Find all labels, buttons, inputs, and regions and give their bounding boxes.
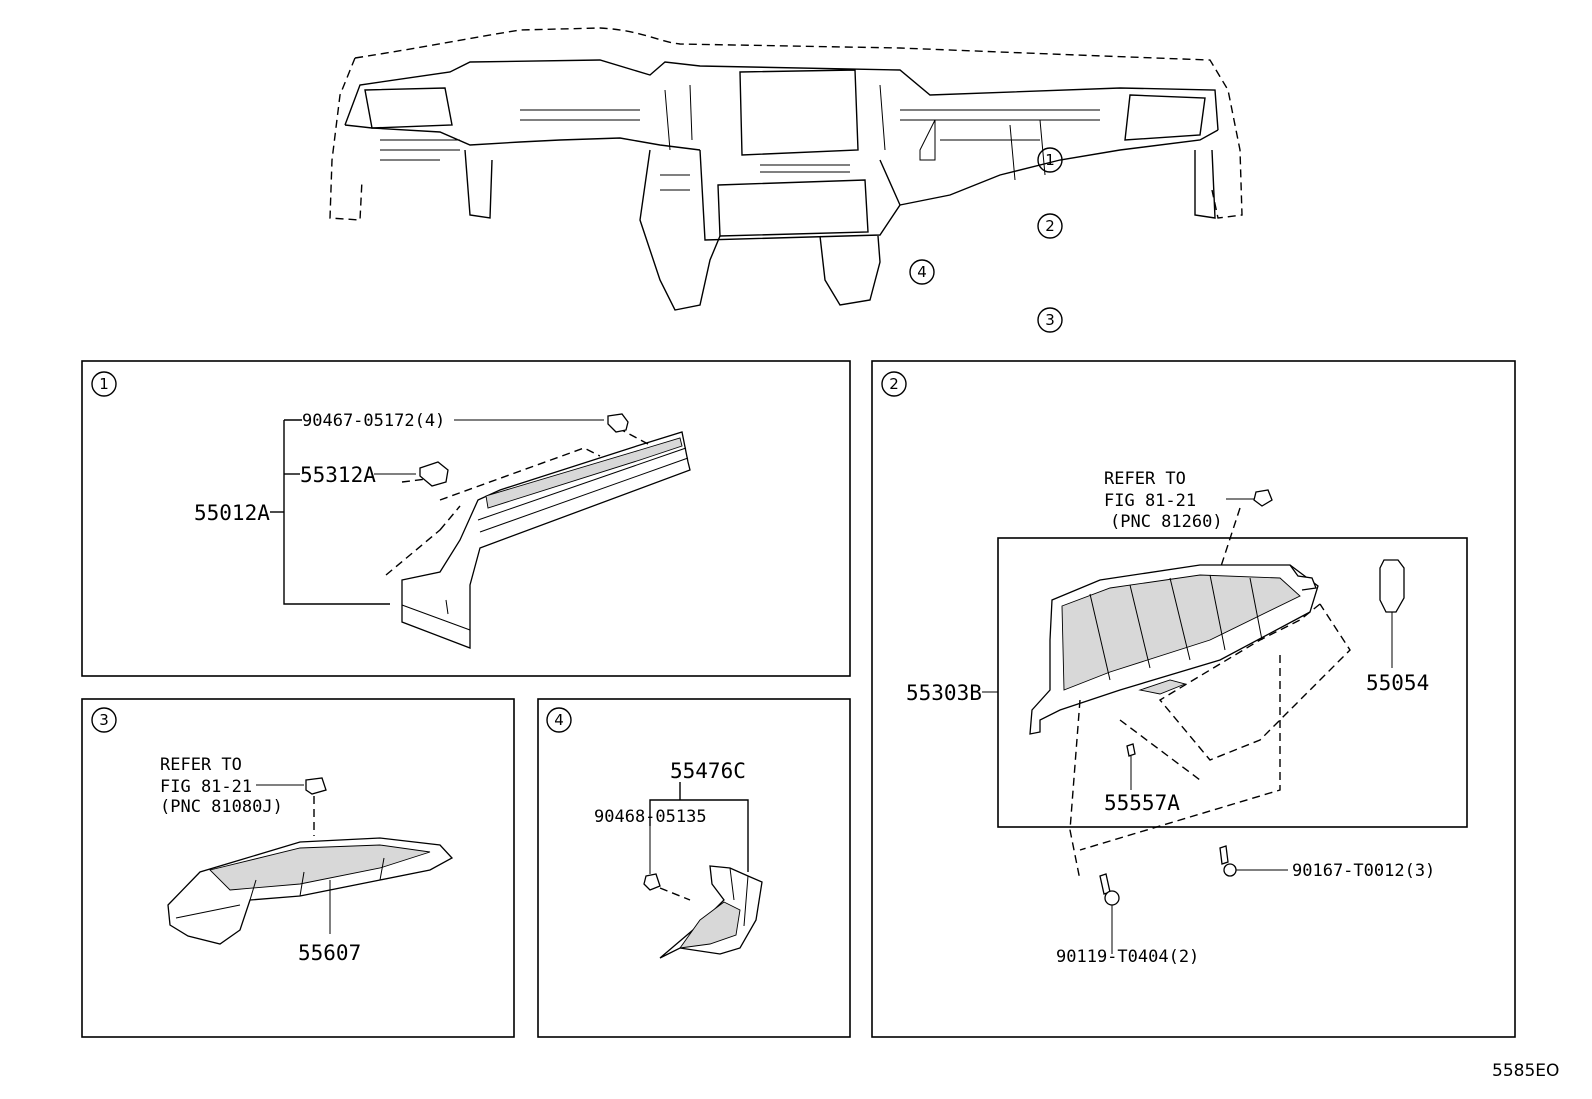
svg-text:3: 3 — [1045, 311, 1055, 329]
bulb-shape — [1253, 489, 1273, 507]
screw-90119-shape — [1099, 873, 1120, 954]
fig-ref-text-3: FIG 81-21 — [160, 777, 252, 797]
panel-2-frame — [871, 360, 1516, 1038]
panel-2: 2 REFER TO FIG 81-21 (PNC 81260) — [871, 360, 1516, 1038]
panel-3-index: 3 — [91, 707, 117, 733]
svg-text:3: 3 — [99, 711, 109, 729]
damper-shape — [1379, 559, 1405, 668]
panel-2-index: 2 — [881, 371, 907, 397]
overview-callout-2: 2 — [1037, 213, 1063, 239]
panel-4-frame — [537, 698, 851, 1038]
svg-text:4: 4 — [917, 263, 927, 281]
instrument-panel-overview: 1 2 4 3 — [329, 27, 1243, 333]
pnc-ref-text: (PNC 81260) — [1110, 512, 1223, 532]
lower-panel-shape — [167, 837, 454, 945]
label-90167-t0012: 90167-T0012(3) — [1292, 861, 1435, 881]
overview-callout-3: 3 — [1037, 307, 1063, 333]
refer-to-text: REFER TO — [1104, 469, 1186, 489]
label-90467-05172: 90467-05172(4) — [302, 411, 445, 431]
label-55607: 55607 — [298, 941, 361, 965]
bracket-shape — [659, 865, 763, 959]
panel-1: 1 90467-05172(4) 55312A 55012A — [81, 360, 851, 677]
clip-90467-shape — [607, 413, 629, 433]
pnc-ref-text-3: (PNC 81080J) — [160, 797, 283, 817]
screw-90167-shape — [1219, 845, 1288, 877]
panel-4: 4 55476C 90468-05135 — [537, 698, 851, 1038]
bulb-shape-3 — [305, 777, 327, 795]
panel-4-index: 4 — [546, 707, 572, 733]
label-90119-t0404: 90119-T0404(2) — [1056, 947, 1199, 967]
panel-3: 3 REFER TO FIG 81-21 (PNC 81080J) 55607 — [81, 698, 515, 1038]
label-55303b: 55303B — [906, 681, 982, 705]
panel-1-frame — [81, 360, 851, 677]
svg-text:1: 1 — [1045, 151, 1055, 169]
refer-to-text-3: REFER TO — [160, 755, 242, 775]
label-55476c: 55476C — [670, 759, 746, 783]
panel-3-frame — [81, 698, 515, 1038]
svg-text:2: 2 — [1045, 217, 1055, 235]
label-55312a: 55312A — [300, 463, 376, 487]
overview-callout-1: 1 — [1037, 147, 1063, 173]
overview-callout-4: 4 — [909, 259, 935, 285]
svg-text:1: 1 — [99, 375, 109, 393]
stopper-shape — [1126, 743, 1136, 757]
panel-1-index: 1 — [91, 371, 117, 397]
label-55012a: 55012A — [194, 501, 270, 525]
cover-part-shape — [401, 431, 691, 649]
panel-2-inner-frame — [997, 537, 1468, 828]
label-55557a: 55557A — [1104, 791, 1180, 815]
label-55054: 55054 — [1366, 671, 1429, 695]
glove-box-shape — [1029, 564, 1319, 735]
diagram-code: 5585EO — [1492, 1061, 1559, 1081]
svg-text:4: 4 — [554, 711, 564, 729]
clip-90468-shape — [643, 873, 661, 891]
fig-ref-text: FIG 81-21 — [1104, 491, 1196, 511]
svg-text:2: 2 — [889, 375, 899, 393]
pad-55312a-shape — [419, 461, 449, 487]
